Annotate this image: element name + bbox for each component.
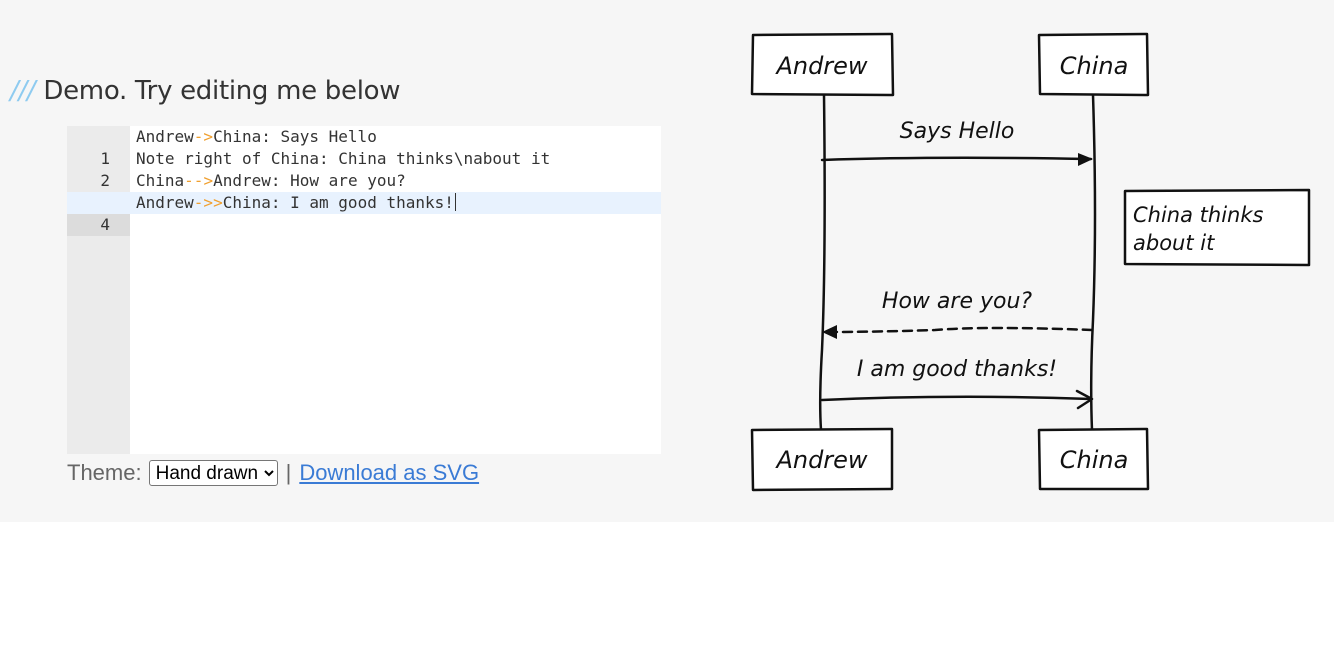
participant-box-andrew-bottom [750, 427, 894, 492]
participant-box-china-bottom [1037, 427, 1150, 491]
message-arrow-3 [820, 395, 1093, 402]
heading-slashes: /// [10, 76, 36, 106]
lifeline-china [1089, 93, 1097, 432]
participant-label-china-top: China [1060, 52, 1129, 80]
code-token: Note right of China: China thinks\nabout… [136, 149, 551, 168]
line-code: Andrew->China: Says Hello [136, 126, 377, 148]
message-label-2: How are you? [882, 289, 1032, 314]
line-number: 1 [100, 149, 110, 168]
controls-bar: Theme: Hand drawn | Download as SVG [67, 458, 479, 488]
line-code: Note right of China: China thinks\nabout… [136, 148, 550, 170]
code-token: China: I am good thanks! [222, 193, 454, 212]
participant-label-andrew-bottom: Andrew [774, 446, 867, 474]
theme-select[interactable]: Hand drawn [148, 460, 278, 486]
note-line-1: China thinks [1133, 203, 1264, 227]
message-arrow-2 [823, 326, 1094, 334]
separator: | [285, 460, 292, 485]
message-arrowhead-2 [822, 325, 837, 339]
theme-label: Theme: [67, 460, 142, 485]
code-token: China: Says Hello [213, 127, 377, 146]
section-heading: /// Demo. Try editing me below [10, 76, 401, 110]
lifeline-andrew [818, 93, 826, 432]
editor-line[interactable]: 2 Note right of China: China thinks\nabo… [67, 148, 661, 190]
message-arrowhead-3 [1075, 389, 1094, 410]
download-svg-link[interactable]: Download as SVG [299, 460, 480, 485]
participant-box-china-top [1037, 32, 1150, 97]
line-number: 2 [100, 171, 110, 190]
arrow-token: --> [184, 171, 214, 190]
sequence-diagram: Andrew China Says Hello China thinks abo… [750, 32, 1311, 492]
line-number-gutter [67, 126, 130, 454]
note-line-2: about it [1133, 231, 1215, 255]
participant-box-andrew-top [750, 32, 895, 97]
line-number: 4 [67, 214, 130, 236]
code-token: Andrew [136, 193, 194, 212]
demo-section: ///Demo. Try editing me below 1 Andrew->… [10, 32, 1311, 492]
message-arrow-1 [820, 156, 1093, 162]
note-box [1123, 188, 1311, 267]
arrow-token: ->> [193, 193, 223, 212]
editor-line-active[interactable]: 4 Andrew->>China: I am good thanks! [67, 192, 661, 236]
line-code: China-->Andrew: How are you? [136, 170, 406, 192]
participant-label-china-bottom: China [1060, 446, 1129, 474]
participant-label-andrew-top: Andrew [774, 52, 867, 80]
code-editor[interactable]: 1 Andrew->China: Says Hello 2 Note right… [67, 126, 661, 454]
message-label-3: I am good thanks! [857, 357, 1057, 382]
line-code: Andrew->>China: I am good thanks! [136, 192, 456, 214]
code-token: China [136, 171, 185, 190]
arrow-token: -> [193, 127, 214, 146]
message-label-1: Says Hello [900, 119, 1015, 144]
code-token: Andrew: How are you? [213, 171, 406, 190]
editor-line[interactable]: 3 China-->Andrew: How are you? [67, 170, 661, 212]
message-arrowhead-1 [1078, 153, 1093, 166]
code-token: Andrew [136, 127, 194, 146]
text-cursor [454, 193, 456, 211]
heading-text: Demo. Try editing me below [43, 76, 401, 106]
editor-line[interactable]: 1 Andrew->China: Says Hello [67, 126, 661, 168]
